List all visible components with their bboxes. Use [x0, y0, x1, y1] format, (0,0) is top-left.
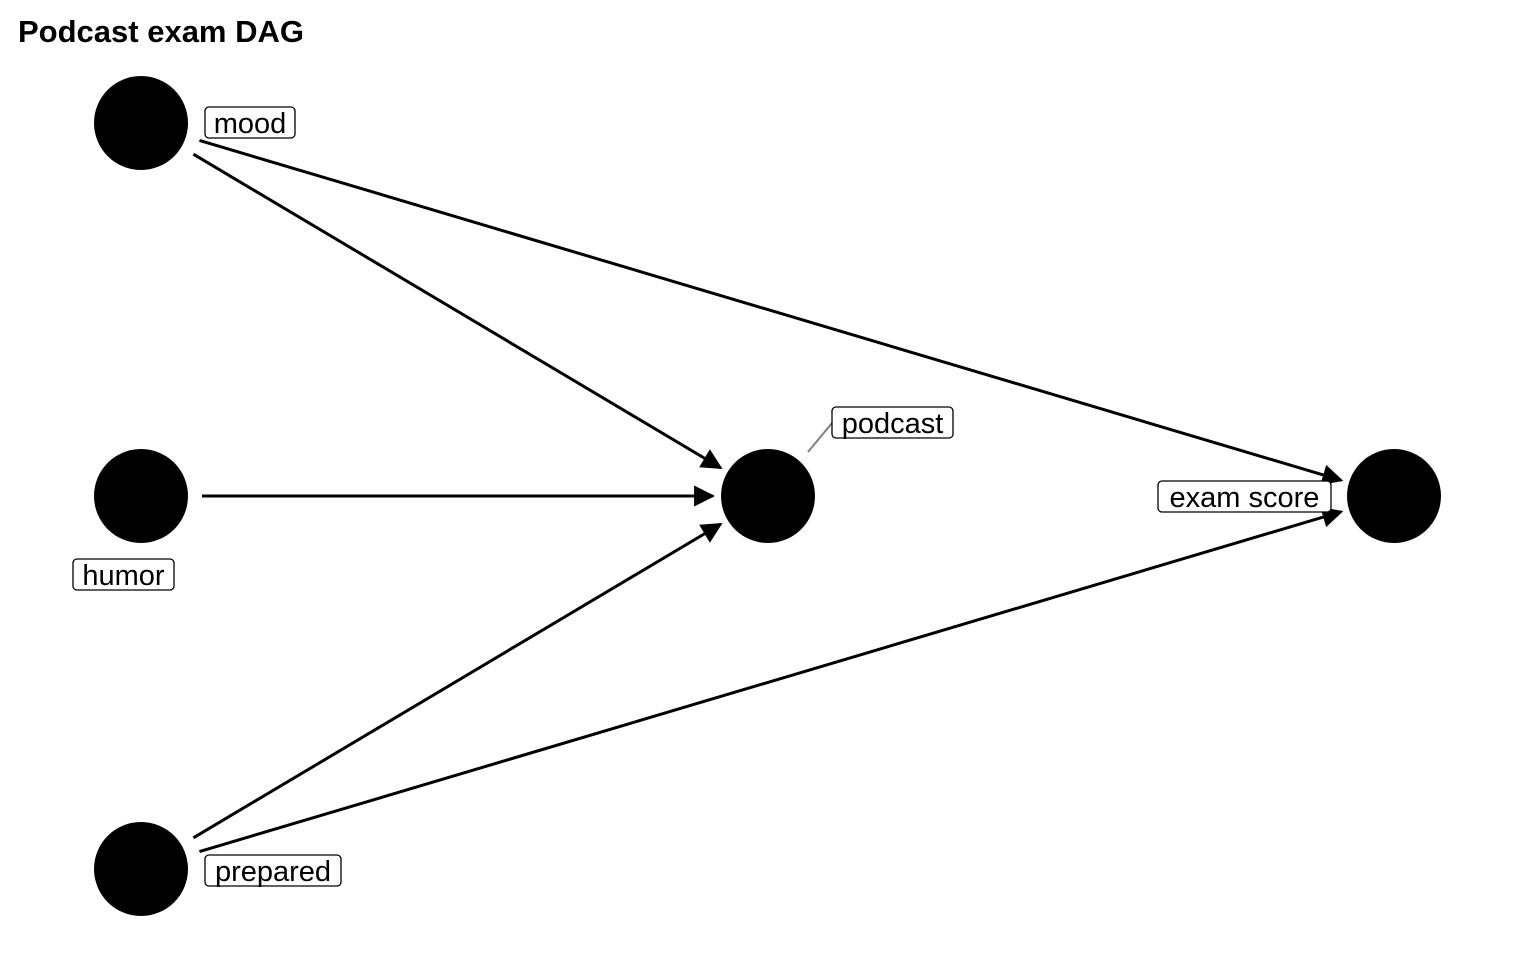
label-box-podcast — [831, 406, 954, 439]
node-humor[interactable] — [94, 449, 188, 543]
node-prepared[interactable] — [94, 822, 188, 916]
node-label-prepared: prepared — [215, 856, 331, 888]
label-leader-line — [807, 422, 833, 453]
label-box-mood — [204, 106, 296, 139]
edge-prepared-to-exam_score — [199, 507, 1344, 854]
node-mood[interactable] — [94, 76, 188, 170]
node-label-mood: mood — [214, 108, 287, 140]
node-label-humor: humor — [82, 560, 165, 592]
label-box-exam_score — [1157, 480, 1332, 513]
diagram-title: Podcast exam DAG — [18, 14, 304, 49]
edge-mood-to-podcast — [192, 152, 723, 470]
node-podcast[interactable] — [721, 449, 815, 543]
label-box-humor — [72, 558, 175, 591]
label-box-prepared — [204, 854, 342, 887]
edge-mood-to-exam_score — [199, 138, 1344, 485]
edge-prepared-to-podcast — [192, 522, 723, 840]
node-exam_score[interactable] — [1347, 449, 1441, 543]
node-label-exam_score: exam score — [1170, 482, 1320, 514]
node-label-podcast: podcast — [842, 408, 944, 440]
